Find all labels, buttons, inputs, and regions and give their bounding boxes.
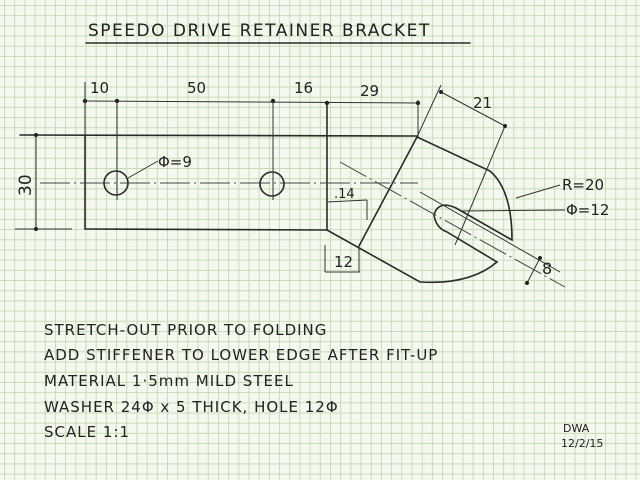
hole-2	[259, 171, 285, 197]
hole-leader	[127, 160, 159, 179]
slot-leader	[461, 209, 566, 212]
radius-leader	[515, 184, 561, 199]
dim-8: 8	[542, 259, 552, 278]
dim-30-line	[34, 133, 38, 231]
dim-10: 10	[90, 79, 109, 97]
dim-21-line	[439, 90, 507, 128]
note-3: MATERIAL 1·5mm MILD STEEL	[44, 372, 294, 390]
top-dimension-chain	[82, 82, 421, 229]
note-2: ADD STIFFENER TO LOWER EDGE AFTER FIT-UP	[44, 346, 438, 364]
dim-21: 21	[473, 94, 492, 112]
slot-diameter-label: Φ=12	[566, 201, 609, 219]
radius-label: R=20	[562, 176, 604, 194]
signature-initials: DWA	[563, 422, 590, 435]
dim-29: 29	[360, 82, 379, 100]
hole-diameter-label: Φ=9	[158, 153, 192, 171]
dim-12-line	[324, 245, 360, 273]
drawing-title: SPEEDO DRIVE RETAINER BRACKET	[88, 21, 431, 41]
dim-30: 30	[16, 174, 36, 196]
dim-14: .14	[334, 187, 355, 202]
dim-8-line	[525, 256, 542, 285]
strip-outline	[15, 102, 419, 231]
tab-outline	[326, 84, 566, 288]
dim-50: 50	[187, 79, 206, 97]
hole-1	[103, 170, 129, 196]
dim-14-line	[326, 199, 368, 220]
dim-12: 12	[334, 253, 353, 271]
dim-16: 16	[294, 79, 313, 97]
signature-date: 12/2/15	[561, 437, 603, 450]
holes	[103, 101, 285, 200]
note-5: SCALE 1:1	[44, 423, 130, 441]
note-1: STRETCH-OUT PRIOR TO FOLDING	[44, 321, 327, 339]
note-4: WASHER 24Φ x 5 THICK, HOLE 12Φ	[44, 398, 339, 416]
